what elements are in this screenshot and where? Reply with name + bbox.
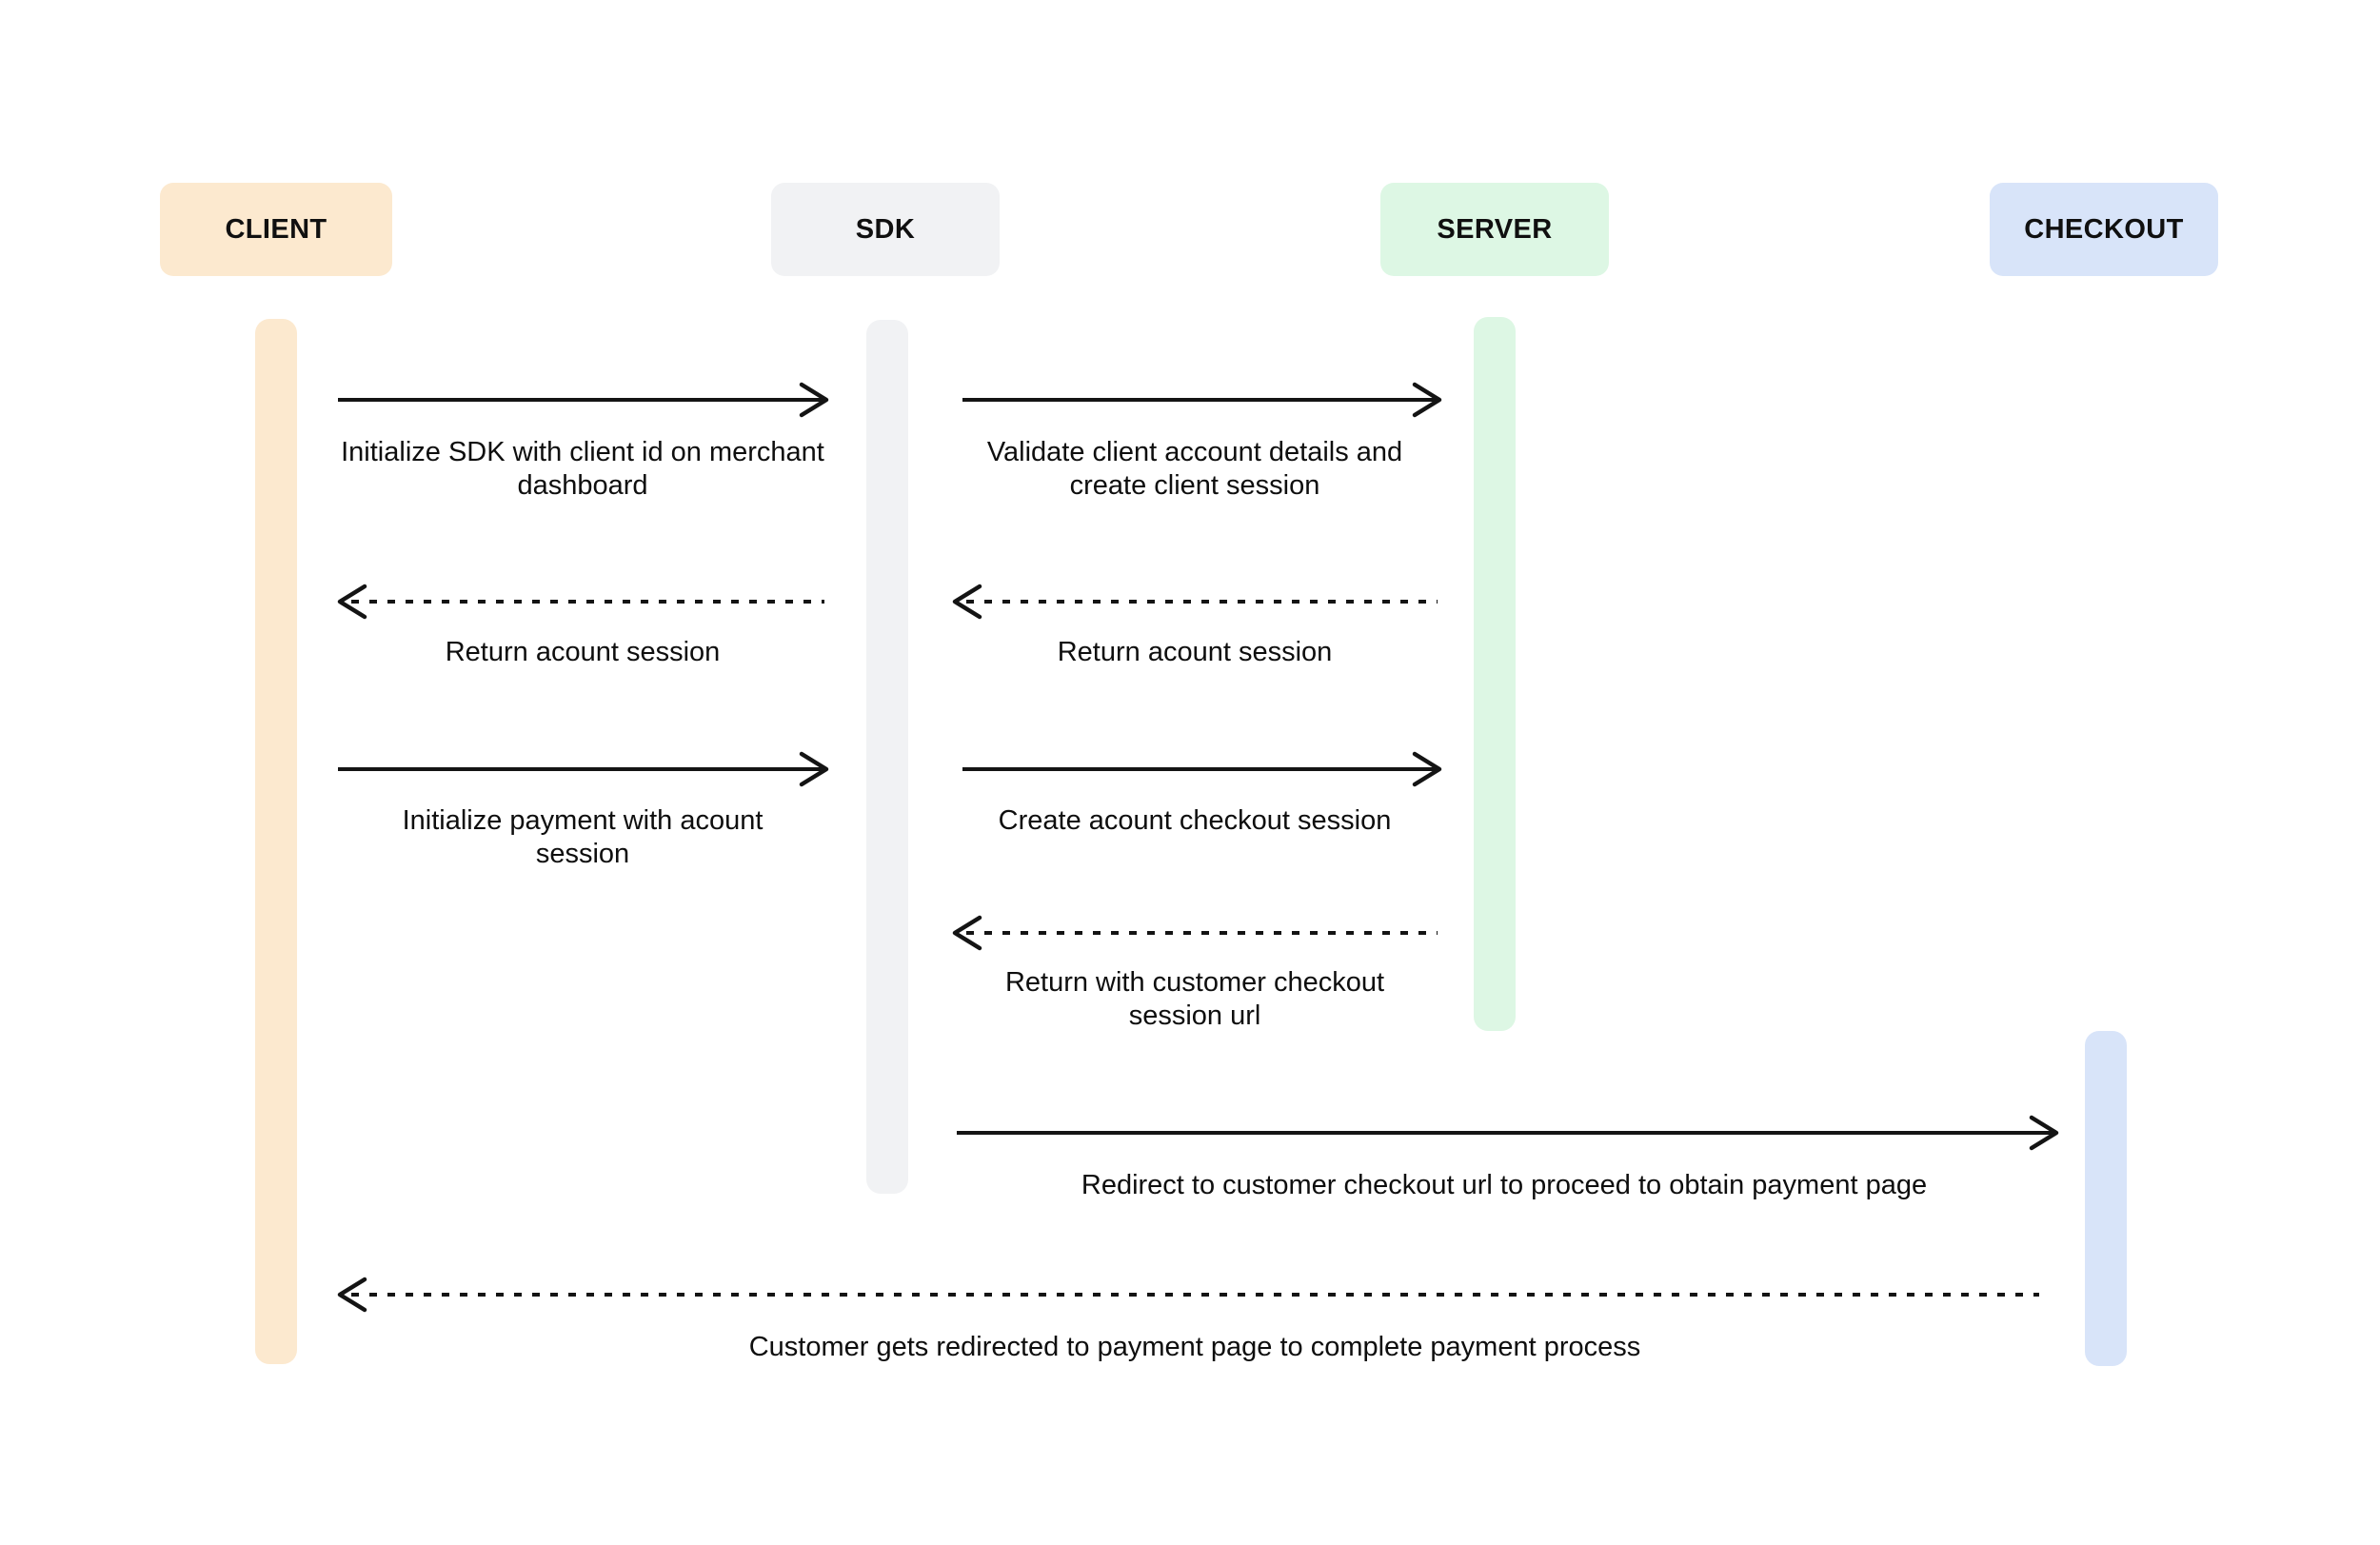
message-label-redirect-to-checkout: Redirect to customer checkout url to pro… <box>1081 1170 1928 1200</box>
lifeline-checkout <box>2085 1031 2127 1366</box>
message-label-create-checkout-session: Create acount checkout session <box>998 805 1392 836</box>
lifeline-client <box>255 319 297 1364</box>
arrow-initialize-sdk <box>338 382 829 418</box>
actor-label-sdk: SDK <box>855 213 916 245</box>
actor-label-server: SERVER <box>1437 213 1553 245</box>
arrow-validate-client-account <box>962 382 1442 418</box>
message-label-initialize-sdk: Initialize SDK with client id on merchan… <box>341 437 824 501</box>
actor-box-server: SERVER <box>1380 183 1609 276</box>
actor-label-client: CLIENT <box>225 213 327 245</box>
arrow-redirect-to-checkout <box>957 1115 2059 1151</box>
arrow-create-checkout-session <box>962 751 1442 787</box>
message-label-validate-client-account: Validate client account details and crea… <box>986 437 1403 501</box>
message-label-return-acount-session-sdk: Return acount session <box>1057 637 1333 667</box>
lifeline-server <box>1474 317 1516 1031</box>
message-label-return-acount-session-client: Return acount session <box>445 637 721 667</box>
lifeline-sdk <box>866 320 908 1194</box>
actor-box-client: CLIENT <box>160 183 392 276</box>
message-label-return-checkout-url: Return with customer checkout session ur… <box>1004 967 1385 1031</box>
arrow-initialize-payment <box>338 751 829 787</box>
arrow-return-checkout-url <box>952 915 1438 951</box>
message-label-initialize-payment: Initialize payment with acount session <box>402 805 764 869</box>
message-label-customer-redirected: Customer gets redirected to payment page… <box>748 1332 1641 1362</box>
arrow-customer-redirected <box>337 1277 2039 1313</box>
actor-box-sdk: SDK <box>771 183 1000 276</box>
arrow-return-acount-session-sdk <box>952 584 1438 620</box>
actor-label-checkout: CHECKOUT <box>2024 213 2184 245</box>
arrow-return-acount-session-client <box>337 584 824 620</box>
actor-box-checkout: CHECKOUT <box>1990 183 2218 276</box>
